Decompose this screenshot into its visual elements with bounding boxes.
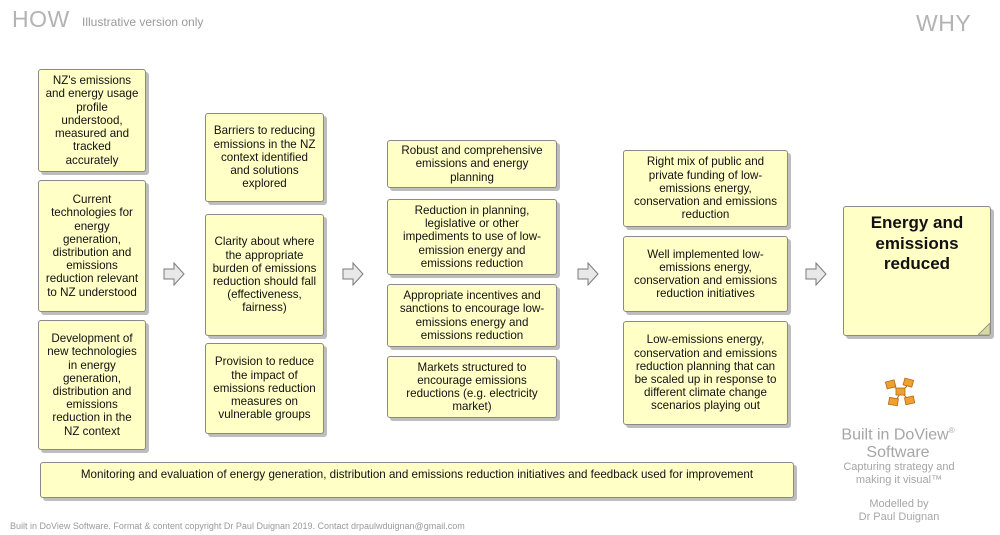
tagline-line2: making it visual™ bbox=[855, 473, 943, 486]
outcome-box-label: Robust and comprehensive emissions and e… bbox=[401, 144, 543, 184]
outcome-box[interactable]: Barriers to reducing emissions in the NZ… bbox=[205, 113, 324, 202]
tagline: Capturing strategy and making it visual™ bbox=[828, 461, 970, 486]
outcome-box[interactable]: NZ's emissions and energy usage profile … bbox=[38, 69, 146, 172]
modelled-by: Modelled by Dr Paul Duignan bbox=[828, 498, 970, 523]
how-label: HOW bbox=[12, 6, 70, 32]
outcome-box[interactable]: Provision to reduce the impact of emissi… bbox=[205, 343, 324, 434]
outcome-box-label: Reduction in planning, legislative or ot… bbox=[403, 203, 541, 270]
final-outcome-box[interactable]: Energy and emissions reduced bbox=[843, 206, 991, 336]
outcome-box[interactable]: Reduction in planning, legislative or ot… bbox=[387, 199, 557, 275]
arrow-right-icon bbox=[163, 262, 185, 286]
doview-logo-icon bbox=[884, 377, 916, 407]
final-outcome-label: Energy and emissions reduced bbox=[870, 213, 964, 273]
doview-brand: Built in DoView® Software bbox=[828, 422, 968, 462]
monitoring-box[interactable]: Monitoring and evaluation of energy gene… bbox=[40, 462, 794, 498]
arrow-right-icon bbox=[342, 262, 364, 286]
outcome-box[interactable]: Well implemented low-emissions energy, c… bbox=[623, 236, 788, 312]
built-in-doview-text: Built in DoView bbox=[841, 426, 949, 444]
arrow-right-icon bbox=[805, 262, 827, 286]
registered-mark: ® bbox=[948, 426, 955, 435]
illustrative-note: Illustrative version only bbox=[82, 15, 204, 29]
why-label: WHY bbox=[916, 10, 972, 36]
outcome-box[interactable]: Clarity about where the appropriate burd… bbox=[205, 214, 324, 336]
outcome-box-label: Current technologies for energy generati… bbox=[45, 193, 139, 299]
outcome-box-label: Barriers to reducing emissions in the NZ… bbox=[213, 124, 316, 191]
outcome-box[interactable]: Right mix of public and private funding … bbox=[623, 150, 788, 227]
outcome-box-label: Provision to reduce the impact of emissi… bbox=[213, 355, 316, 422]
software-text: Software bbox=[866, 444, 930, 462]
outcome-box[interactable]: Current technologies for energy generati… bbox=[38, 180, 146, 312]
monitoring-label: Monitoring and evaluation of energy gene… bbox=[80, 468, 754, 481]
arrow-right-icon bbox=[577, 262, 599, 286]
outcome-box[interactable]: Robust and comprehensive emissions and e… bbox=[387, 140, 557, 188]
outcome-box[interactable]: Development of new technologies in energ… bbox=[38, 320, 146, 450]
copyright-footer: Built in DoView Software. Format & conte… bbox=[10, 521, 465, 531]
outcome-box-label: Right mix of public and private funding … bbox=[633, 155, 778, 222]
outcome-box-label: Markets structured to encourage emission… bbox=[406, 360, 538, 414]
outcome-box-label: NZ's emissions and energy usage profile … bbox=[45, 74, 139, 167]
outcome-box-label: Development of new technologies in energ… bbox=[47, 332, 137, 438]
modelled-by-line2: Dr Paul Duignan bbox=[858, 510, 940, 523]
outcome-box[interactable]: Appropriate incentives and sanctions to … bbox=[387, 284, 557, 347]
modelled-by-line1: Modelled by bbox=[869, 498, 929, 510]
outcome-box-label: Clarity about where the appropriate burd… bbox=[212, 235, 317, 315]
outcome-box[interactable]: Markets structured to encourage emission… bbox=[387, 356, 557, 418]
outcome-box-label: Low-emissions energy, conservation and e… bbox=[633, 333, 778, 413]
outcome-box-label: Appropriate incentives and sanctions to … bbox=[399, 289, 545, 342]
outcome-box[interactable]: Low-emissions energy, conservation and e… bbox=[623, 321, 788, 425]
page-fold-icon bbox=[978, 323, 990, 335]
outcome-box-label: Well implemented low-emissions energy, c… bbox=[633, 247, 778, 301]
tagline-line1: Capturing strategy and bbox=[843, 461, 955, 473]
